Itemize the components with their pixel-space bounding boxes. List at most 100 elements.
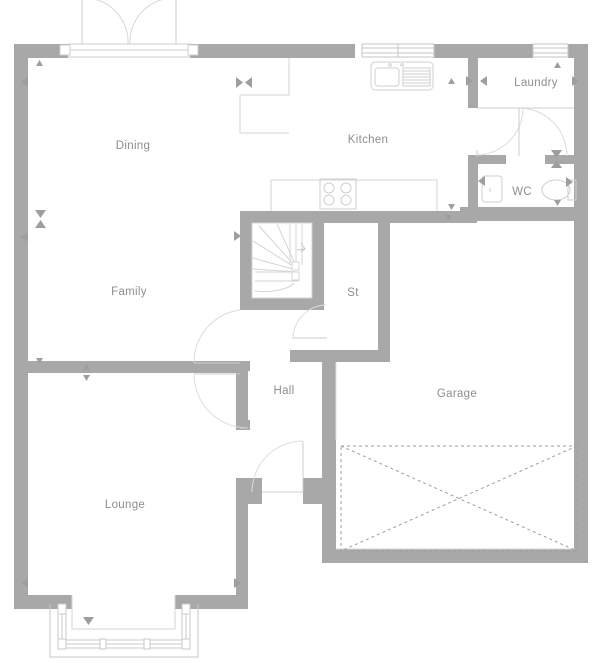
room-labels-group: Dining Kitchen Laundry WC Family St Hall…: [105, 77, 558, 511]
marker-wc-bowtie-top: [551, 150, 562, 158]
hob-burner-bl: [323, 194, 335, 206]
wall-exterior-north-mid: [190, 44, 355, 58]
laundry-window: [532, 43, 569, 58]
stair-tread-5: [276, 223, 297, 267]
wall-interior-wc-north-right: [545, 155, 588, 164]
sink-outline: [370, 61, 434, 91]
wall-interior-st-south: [290, 350, 390, 362]
tap-icon: [388, 63, 392, 67]
marker-lounge-east: [234, 578, 241, 588]
french-door-swing-right: [129, 0, 163, 45]
marker-bowtie-wc: [551, 150, 562, 168]
bay-inner-frame: [57, 604, 191, 649]
wall-interior-kitchen-laundry: [468, 58, 478, 108]
stair-newel-1: [291, 261, 300, 271]
stair-direction-shaft: [296, 248, 306, 251]
toilet-cistern: [567, 179, 577, 201]
marker-garage-north: [445, 215, 452, 221]
tap-icon-2: [400, 63, 404, 67]
marker-lounge-north-2: [83, 364, 90, 370]
wc-door-swing: [518, 107, 568, 157]
kitchen-counter-outline-upper: [240, 58, 290, 96]
stair-tread-2: [251, 257, 298, 271]
wc-door: [518, 107, 574, 157]
room-label-kitchen: Kitchen: [348, 134, 388, 146]
sink-basin: [374, 67, 400, 87]
bay-outer-frame: [49, 604, 199, 658]
laundry-door-swing: [476, 107, 524, 156]
marker-dining-west: [21, 77, 28, 87]
marker-kitchen-east: [466, 76, 473, 86]
bay-jamb-right: [181, 603, 191, 615]
room-label-family: Family: [111, 286, 147, 298]
room-label-lounge: Lounge: [105, 499, 145, 511]
marker-lounge-bay: [83, 617, 94, 625]
laundry-door: [476, 107, 524, 157]
wall-interior-stair-south: [240, 298, 312, 310]
sink-fixture: [370, 61, 434, 91]
bay-window-fixture: [49, 603, 199, 658]
family-hall-door: [193, 309, 241, 364]
room-label-garage: Garage: [437, 388, 477, 400]
wall-interior-wc-west: [468, 155, 478, 215]
marker-hourglass-bottom: [35, 220, 46, 228]
hall-front-door: [251, 440, 304, 493]
st-door: [292, 304, 328, 340]
wall-exterior-east-upper: [574, 44, 588, 211]
garage-door-fixture: [340, 445, 578, 552]
hob-outline: [319, 178, 357, 210]
marker-wc-basin-west: [478, 176, 485, 186]
bay-mullion-4: [181, 638, 191, 650]
wall-hall-south-right: [303, 478, 325, 504]
room-label-dining: Dining: [116, 140, 150, 152]
lounge-hall-door-swing: [193, 373, 249, 429]
french-door-jamb-right: [187, 44, 199, 56]
wall-interior-lounge-east-lower: [236, 478, 248, 609]
bay-jamb-left: [57, 603, 67, 615]
wall-hall-south-left: [236, 478, 262, 504]
kitchen-window: [361, 43, 435, 58]
wall-interior-hall-west-stub: [236, 420, 250, 430]
french-doors-dining: [59, 0, 199, 58]
marker-bowtie-left: [236, 77, 243, 88]
hob-fixture: [319, 178, 357, 210]
marker-lounge-north: [83, 375, 90, 381]
wall-interior-st-east: [378, 221, 390, 362]
room-label-wc: WC: [512, 186, 532, 198]
marker-laundry-east: [572, 76, 579, 86]
wall-interior-laundry-wc: [468, 155, 506, 164]
french-door-jamb-left: [59, 44, 71, 56]
marker-lounge-west: [21, 578, 28, 588]
room-label-laundry: Laundry: [514, 77, 558, 89]
wall-interior-stair-st: [312, 221, 324, 310]
family-hall-door-swing: [193, 309, 241, 364]
st-door-swing: [292, 304, 328, 340]
marker-wc-bowtie-bottom: [551, 160, 562, 168]
marker-dining-north: [36, 60, 43, 66]
marker-bowtie-right: [245, 77, 252, 88]
marker-wc-east: [566, 177, 573, 187]
marker-laundry-west: [480, 76, 487, 86]
bay-mullion-3: [143, 638, 151, 650]
french-door-swing-left: [95, 0, 129, 45]
bay-mullion-2: [99, 638, 107, 650]
wc-basin-outline: [481, 175, 503, 203]
stair-outer-outline: [251, 222, 313, 299]
thin-outline-group: [71, 58, 574, 630]
hob-burner-tr: [340, 182, 352, 194]
bay-glass-line-1: [61, 604, 187, 645]
stair-newel-2: [291, 271, 300, 281]
kitchen-counter-outline-lower: [271, 179, 438, 211]
toilet-pan: [541, 179, 571, 201]
marker-hourglass-top: [35, 210, 46, 218]
fixtures-group: [49, 43, 578, 658]
wall-exterior-north-left: [14, 44, 68, 58]
wall-interior-hall-garage: [322, 350, 336, 563]
wall-exterior-north-laundry-left: [473, 44, 533, 58]
bay-glass-line-2: [65, 604, 183, 641]
wall-exterior-north-kitchen: [434, 44, 473, 58]
wall-interior-stair-west: [240, 211, 252, 310]
wall-exterior-south-lounge-right: [175, 595, 248, 609]
